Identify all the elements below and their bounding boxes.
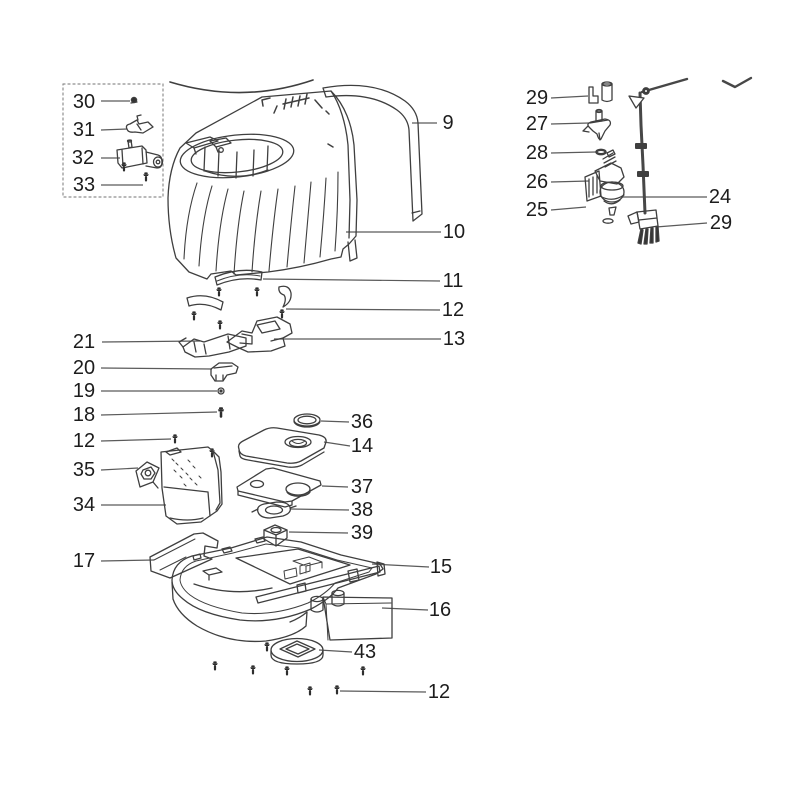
leader-11 — [262, 278, 441, 282]
part-label-10: 10 — [442, 221, 466, 243]
part-28-oring — [595, 148, 607, 156]
leader-16 — [381, 607, 429, 611]
part-label-34: 34 — [72, 494, 96, 516]
part-label-35: 35 — [72, 459, 96, 481]
part-30-rivet — [130, 96, 138, 104]
part-label-17: 17 — [72, 550, 96, 572]
part-12-clip — [278, 285, 292, 320]
part-31-bracket — [125, 114, 154, 134]
part-label-16: 16 — [428, 599, 452, 621]
leader-17 — [100, 559, 155, 562]
part-label-25: 25 — [525, 199, 549, 221]
part-label-13: 13 — [442, 328, 466, 350]
leader-26 — [550, 180, 590, 183]
leader-15 — [371, 563, 430, 568]
leader-39 — [288, 531, 349, 534]
part-15-base-pan — [171, 536, 386, 643]
part-27-nozzle — [582, 108, 612, 141]
part-21-bracket — [178, 333, 247, 358]
leader-27 — [550, 122, 590, 125]
part-39-fitting — [263, 524, 288, 547]
part-17-strip — [149, 532, 219, 579]
leader-lines — [100, 95, 708, 693]
part-25-oring — [602, 218, 614, 224]
part-rail — [186, 295, 224, 331]
part-label-39: 39 — [350, 522, 374, 544]
part-29a-clip — [588, 81, 613, 104]
leader-31 — [100, 128, 128, 131]
part-label-14: 14 — [350, 435, 374, 457]
part-14-lid — [237, 427, 327, 468]
part-36-seal — [293, 413, 321, 428]
part-label-36: 36 — [350, 411, 374, 433]
part-label-11: 11 — [442, 270, 464, 292]
part-11-strip — [214, 269, 263, 298]
part-label-19: 19 — [72, 380, 96, 402]
leader-25 — [550, 206, 587, 211]
part-label-9: 9 — [442, 112, 454, 134]
part-19-grommet — [217, 387, 225, 395]
part-35-fitting — [135, 461, 160, 489]
seat-outline-arc — [169, 79, 314, 94]
leader-12b — [285, 308, 441, 311]
part-label-26: 26 — [525, 171, 549, 193]
leader-29a — [550, 95, 589, 99]
part-43-grommet — [270, 637, 324, 665]
part-26-valve — [584, 149, 625, 216]
part-label-27: 27 — [525, 113, 549, 135]
leader-28 — [550, 151, 597, 154]
part-label-33: 33 — [72, 174, 96, 196]
leader-12e — [339, 690, 427, 693]
part-label-18: 18 — [72, 404, 96, 426]
part-20-bracket — [210, 362, 239, 382]
leader-20 — [100, 367, 213, 370]
part-10-cover — [167, 90, 358, 280]
part-label-24: 24 — [708, 186, 732, 208]
part-label-28: 28 — [525, 142, 549, 164]
part-label-37: 37 — [350, 476, 374, 498]
part-9-trim — [322, 84, 423, 222]
part-label-43: 43 — [353, 641, 377, 663]
part-13-mechanism — [226, 316, 293, 353]
leader-36 — [320, 420, 350, 423]
part-label-29b: 29 — [709, 212, 733, 234]
part-16-panel — [322, 596, 393, 641]
part-label-12a: 12 — [72, 430, 96, 452]
part-label-30: 30 — [72, 91, 96, 113]
leader-18 — [100, 411, 218, 416]
part-34-panel — [160, 446, 223, 525]
part-label-12b: 12 — [441, 299, 465, 321]
part-38-gasket — [251, 501, 297, 519]
inset-box — [62, 83, 164, 198]
part-label-29a: 29 — [525, 87, 549, 109]
part-label-32: 32 — [71, 147, 95, 169]
part-label-20: 20 — [72, 357, 96, 379]
wiring-harness — [627, 76, 753, 245]
part-label-38: 38 — [350, 499, 374, 521]
part-12a-screw — [171, 433, 179, 445]
part-18-screw — [217, 406, 225, 419]
part-label-31: 31 — [72, 119, 96, 141]
leader-21 — [101, 340, 201, 343]
leader-35 — [100, 467, 139, 471]
part-label-12e: 12 — [427, 681, 451, 703]
leader-38 — [290, 508, 350, 511]
part-37-plate — [236, 467, 322, 508]
leader-43 — [318, 649, 353, 653]
part-label-21: 21 — [72, 331, 96, 353]
leader-37 — [321, 485, 349, 488]
leader-29b — [655, 222, 708, 228]
leader-14 — [323, 441, 351, 447]
leader-12a — [100, 438, 172, 442]
part-label-15: 15 — [429, 556, 453, 578]
